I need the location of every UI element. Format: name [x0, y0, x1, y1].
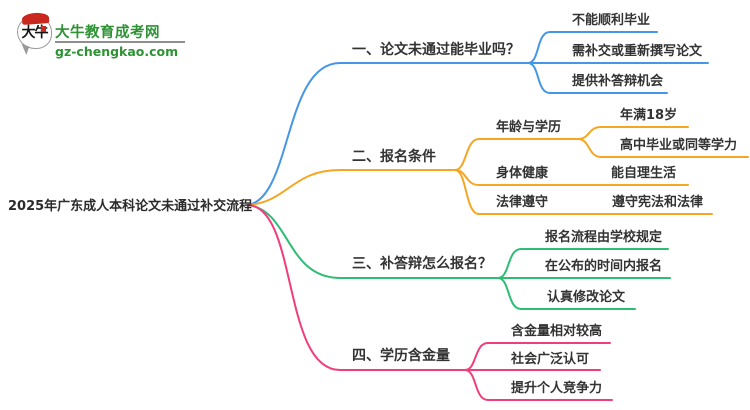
branch4-subtopic: 社会广泛认可 — [511, 352, 590, 367]
branch2-subsubtopic: 遵守宪法和法律 — [612, 195, 704, 210]
branch2-subtopic: 身体健康 — [496, 166, 549, 181]
branch1-subtopic: 不能顺利毕业 — [572, 13, 651, 28]
branch3-subtopic: 报名流程由学校规定 — [545, 230, 663, 245]
site-url: gz-chengkao.com — [55, 44, 179, 59]
branch2-subtopic: 年龄与学历 — [496, 120, 562, 135]
branch4-lines — [247, 204, 613, 401]
branch1-subtopic: 需补交或重新撰写论文 — [572, 44, 703, 59]
logo-divider — [55, 41, 185, 43]
site-name: 大牛教育成考网 — [55, 25, 160, 41]
branch3-subtopic: 在公布的时间内报名 — [545, 259, 663, 274]
branch1-topic: 一、论文未通过能毕业吗？ — [352, 42, 520, 58]
site-logo: 大牛 大牛教育成考网 gz-chengkao.com — [14, 10, 214, 65]
branch1-subtopic: 提供补答辩机会 — [572, 74, 664, 89]
branch2-subsubtopic: 高中毕业或同等学力 — [620, 138, 738, 153]
branch2-topic: 二、报名条件 — [352, 149, 436, 165]
branch2-subsubtopic: 能自理生活 — [611, 166, 677, 181]
branch2-subtopic: 法律遵守 — [496, 195, 549, 210]
branch3-topic: 三、补答辩怎么报名？ — [352, 256, 492, 272]
branch2-subsubtopic: 年满18岁 — [620, 108, 678, 123]
root-topic: 2025年广东成人本科论文未通过补交流程 — [8, 199, 253, 214]
logo-characters: 大牛 — [21, 25, 49, 41]
branch4-topic: 四、学历含金量 — [352, 348, 450, 364]
branch1-lines — [247, 31, 709, 206]
branch4-subtopic: 提升个人竞争力 — [511, 381, 603, 396]
branch4-subtopic: 含金量相对较高 — [511, 324, 603, 339]
bubble-tail-icon — [18, 43, 30, 56]
branch3-subtopic: 认真修改论文 — [547, 290, 626, 305]
logo-bubble-icon: 大牛 — [17, 12, 52, 56]
branch2-lines — [247, 126, 749, 215]
red-seal-icon — [41, 26, 46, 32]
